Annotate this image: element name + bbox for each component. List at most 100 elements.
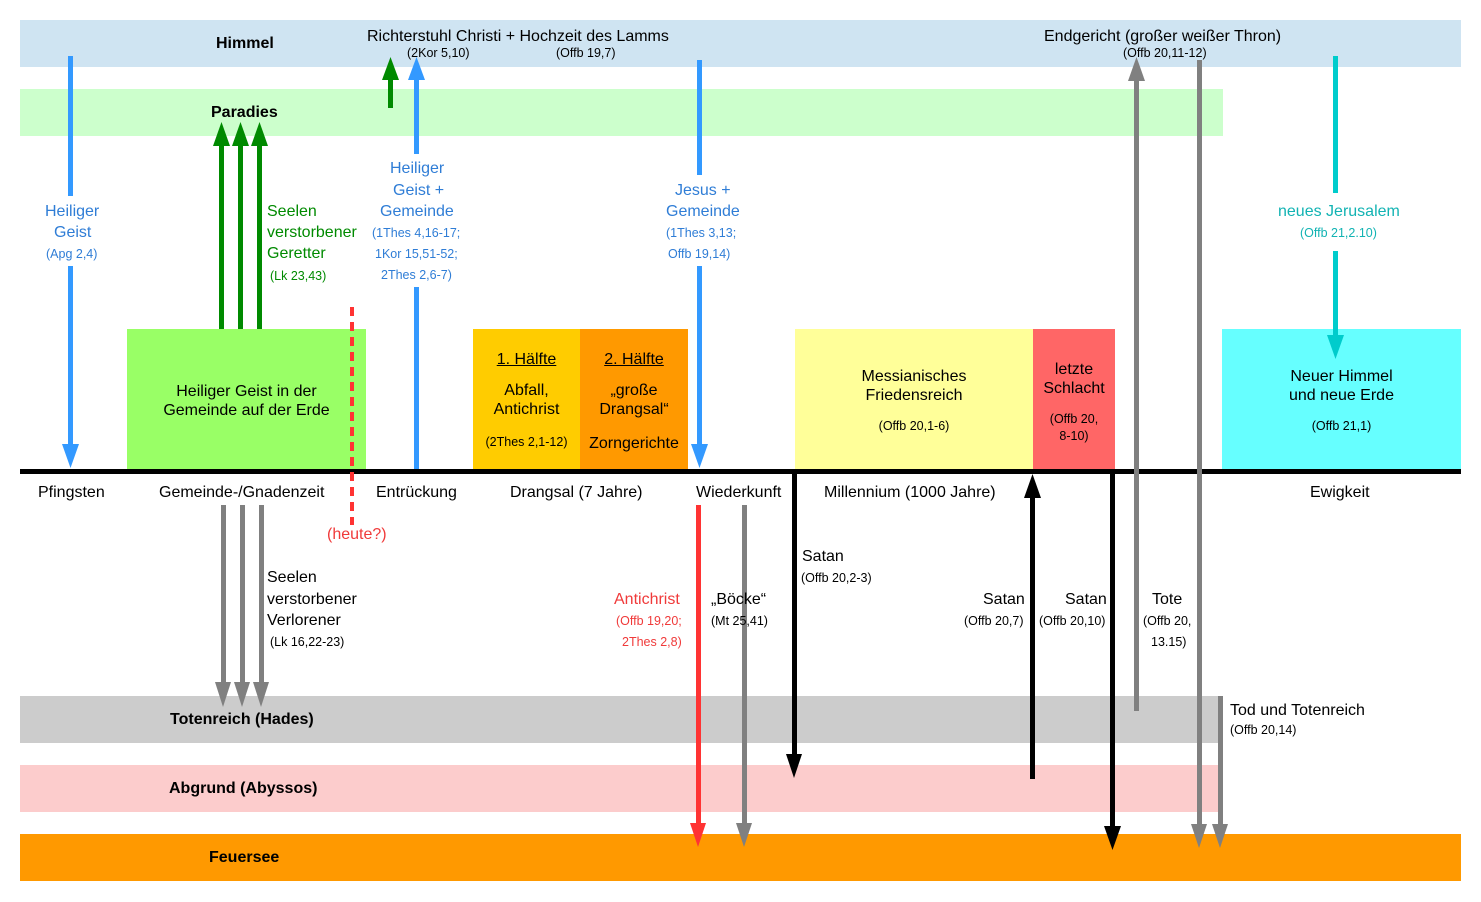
timeline-label-drangsal: Drangsal (7 Jahre) [510, 484, 643, 501]
anno-satan-1-ref: (Offb 20,2-3) [801, 571, 872, 585]
hochzeit-ref: (Offb 19,7) [556, 46, 616, 60]
anno-boecke-l1: „Böcke“ [711, 591, 767, 608]
schlacht-ref2: 8-10) [1059, 429, 1089, 443]
anno-verlorene-ref: (Lk 16,22-23) [270, 635, 345, 649]
anno-antichrist-l1: Antichrist [614, 591, 680, 608]
zweite-haelfte-line2: Drangsal“ [599, 401, 669, 418]
endgericht-label: Endgericht (großer weißer Thron) [1044, 28, 1282, 45]
box-gemeindezeit: Heiliger Geist in der Gemeinde auf der E… [127, 329, 366, 470]
erste-haelfte-title: 1. Hälfte [496, 351, 557, 368]
arrow-satan-abgrund [786, 472, 802, 778]
anno-tod-totenreich-l1: Tod und Totenreich [1230, 702, 1365, 719]
anno-entrueckung-ref2: 1Kor 15,51-52; [375, 247, 458, 261]
schlacht-ref1: (Offb 20, [1049, 412, 1099, 426]
anno-verlorene-l3: Verlorener [267, 612, 341, 629]
millennium-line1: Messianisches [861, 368, 967, 385]
arrow-paradies-himmel [382, 57, 399, 108]
zweite-haelfte-line1: „große [610, 382, 658, 399]
anno-satan-2-ref: (Offb 20,7) [964, 614, 1024, 628]
anno-satan-3-l1: Satan [1065, 591, 1107, 608]
realm-label-himmel: Himmel [216, 35, 274, 52]
schlacht-line2: Schlacht [1043, 380, 1105, 397]
anno-entrueckung-ref1: (1Thes 4,16-17; [372, 226, 461, 240]
realm-himmel [20, 20, 1461, 67]
anno-verlorene-l1: Seelen [267, 569, 317, 586]
anno-heiliger-geist-ref: (Apg 2,4) [46, 247, 98, 261]
arrow-neues-jerusalem [1327, 56, 1344, 359]
arrow-boecke [736, 505, 752, 847]
ewigkeit-ref: (Offb 21,1) [1311, 419, 1372, 433]
arrow-endgericht-feuersee [1191, 60, 1207, 848]
anno-entrueckung-l2: Geist + [393, 182, 445, 199]
box-gemeindezeit-line2: Gemeinde auf der Erde [163, 402, 330, 419]
anno-antichrist-ref2: 2Thes 2,8) [622, 635, 682, 649]
anno-wiederkunft-ref2: Offb 19,14) [668, 247, 731, 261]
richterstuhl-label: Richterstuhl Christi + Hochzeit des Lamm… [367, 28, 669, 45]
realm-label-abgrund: Abgrund (Abyssos) [169, 780, 318, 797]
arrow-gerettete-seelen [213, 122, 268, 329]
realm-abgrund [20, 765, 1223, 812]
anno-heiliger-geist-l2: Geist [54, 224, 92, 241]
anno-entrueckung-l3: Gemeinde [380, 203, 454, 220]
today-marker-label: (heute?) [327, 526, 387, 543]
anno-antichrist-ref1: (Offb 19,20; [616, 614, 682, 628]
richterstuhl-ref: (2Kor 5,10) [407, 46, 470, 60]
anno-tote-ref1: (Offb 20, [1143, 614, 1192, 628]
anno-entrueckung-l1: Heiliger [390, 160, 445, 177]
box-letzte-schlacht: letzte Schlacht (Offb 20, 8-10) [1033, 329, 1115, 470]
timeline-axis [20, 469, 1461, 474]
anno-neues-jerusalem-l1: neues Jerusalem [1278, 203, 1400, 220]
erste-haelfte-line2: Antichrist [493, 401, 560, 418]
box-ewigkeit: Neuer Himmel und neue Erde (Offb 21,1) [1222, 329, 1461, 470]
box-gemeindezeit-line1: Heiliger Geist in der [176, 383, 317, 400]
anno-gerettete-l1: Seelen [267, 203, 317, 220]
anno-satan-1-l1: Satan [802, 548, 844, 565]
erste-haelfte-ref: (2Thes 2,1-12) [485, 435, 568, 449]
anno-tote-ref2: 13.15) [1151, 635, 1187, 649]
anno-gerettete-l2: verstorbener [267, 224, 357, 241]
ewigkeit-line2: und neue Erde [1289, 387, 1394, 404]
anno-boecke-ref: (Mt 25,41) [711, 614, 768, 628]
arrow-wiederkunft [691, 60, 708, 468]
box-zweite-haelfte: 2. Hälfte „große Drangsal“ Zorngerichte [580, 329, 688, 470]
anno-wiederkunft-ref1: (1Thes 3,13; [666, 226, 737, 240]
arrow-tod-totenreich [1212, 696, 1228, 848]
anno-verlorene-l2: verstorbener [267, 591, 357, 608]
arrow-satan-feuersee [1104, 472, 1121, 850]
arrow-antichrist [690, 505, 706, 847]
anno-neues-jerusalem-ref: (Offb 21,2.10) [1300, 226, 1377, 240]
box-millennium: Messianisches Friedensreich (Offb 20,1-6… [795, 329, 1033, 470]
anno-tod-totenreich-ref: (Offb 20,14) [1230, 723, 1297, 737]
timeline-label-ewigkeit: Ewigkeit [1310, 484, 1370, 501]
anno-satan-3-ref: (Offb 20,10) [1039, 614, 1106, 628]
timeline-label-entrueckung: Entrückung [376, 484, 457, 501]
erste-haelfte-line1: Abfall, [504, 382, 549, 399]
arrow-heiliger-geist [62, 56, 79, 468]
zweite-haelfte-title: 2. Hälfte [604, 351, 664, 368]
timeline-label-wiederkunft: Wiederkunft [696, 484, 782, 501]
realm-totenreich [20, 696, 1223, 743]
schlacht-line1: letzte [1054, 361, 1094, 378]
anno-gerettete-ref: (Lk 23,43) [270, 269, 327, 283]
anno-gerettete-l3: Geretter [267, 245, 326, 262]
timeline-label-pfingsten: Pfingsten [38, 484, 105, 501]
timeline-label-millennium: Millennium (1000 Jahre) [824, 484, 996, 501]
arrow-verlorene-seelen [215, 505, 269, 707]
anno-satan-2-l1: Satan [983, 591, 1025, 608]
anno-wiederkunft-l2: Gemeinde [666, 203, 740, 220]
anno-heiliger-geist-l1: Heiliger [45, 203, 100, 220]
timeline-label-gemeindezeit: Gemeinde-/Gnadenzeit [159, 484, 325, 501]
realm-label-totenreich: Totenreich (Hades) [170, 711, 314, 728]
anno-wiederkunft-l1: Jesus + [675, 182, 731, 199]
endgericht-ref: (Offb 20,11-12) [1123, 46, 1207, 60]
arrow-tote-auferstehung [1128, 57, 1145, 711]
ewigkeit-line1: Neuer Himmel [1290, 368, 1393, 385]
zweite-haelfte-line3: Zorngerichte [589, 435, 679, 452]
realm-label-feuersee: Feuersee [209, 849, 280, 866]
millennium-line2: Friedensreich [865, 387, 963, 404]
realm-label-paradies: Paradies [211, 104, 278, 121]
box-erste-haelfte: 1. Hälfte Abfall, Antichrist (2Thes 2,1-… [473, 329, 580, 470]
arrow-satan-freigelassen [1024, 474, 1041, 779]
anno-tote-l1: Tote [1152, 591, 1183, 608]
